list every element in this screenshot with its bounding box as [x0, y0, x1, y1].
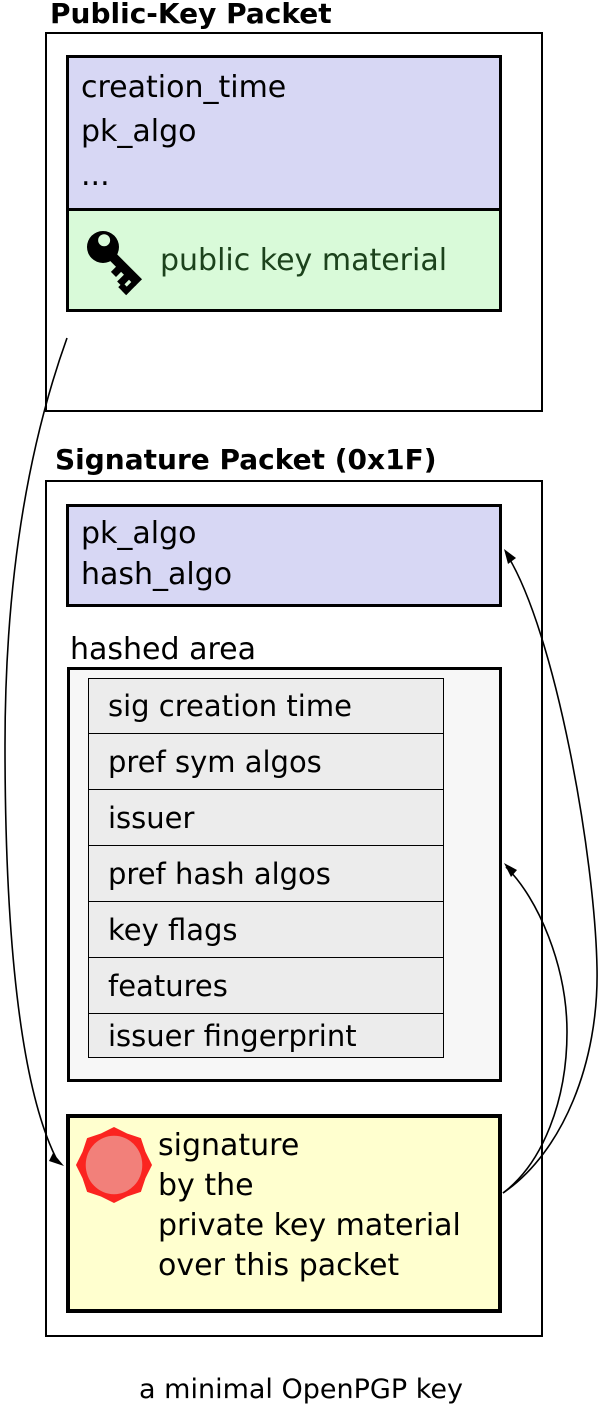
signature-packet-title: Signature Packet (0x1F)	[55, 443, 437, 476]
subpacket-row: features	[88, 957, 444, 1014]
hashed-area-label: hashed area	[70, 632, 256, 667]
algo-line: hash_algo	[81, 557, 233, 592]
signature-text: signature by the private key material ov…	[158, 1126, 461, 1286]
key-material-label: public key material	[160, 242, 448, 278]
field-line: pk_algo	[81, 114, 197, 149]
subpacket-row: sig creation time	[88, 678, 444, 734]
signature-box: signature by the private key material ov…	[66, 1114, 502, 1313]
field-line: ...	[81, 158, 110, 193]
key-fields-box: creation_time pk_algo ... p	[66, 55, 502, 312]
subpacket-label: issuer	[108, 800, 195, 835]
subpacket-row: issuer	[88, 789, 444, 846]
signature-line: over this packet	[158, 1248, 400, 1283]
public-key-packet-title: Public-Key Packet	[50, 0, 332, 30]
key-material-box: public key material	[69, 208, 499, 309]
subpacket-list: sig creation time pref sym algos issuer …	[88, 678, 444, 1058]
subpacket-label: features	[108, 968, 228, 1003]
subpacket-row: issuer fingerprint	[88, 1013, 444, 1058]
signature-line: by the	[158, 1168, 254, 1203]
seal-icon	[75, 1125, 153, 1205]
subpacket-row: key flags	[88, 901, 444, 958]
diagram-caption: a minimal OpenPGP key	[139, 1374, 463, 1405]
subpacket-label: sig creation time	[108, 689, 352, 723]
subpacket-label: pref sym algos	[108, 744, 322, 779]
signature-line: signature	[158, 1128, 300, 1163]
sig-algo-box: pk_algo hash_algo	[66, 504, 502, 607]
key-fields-text: creation_time pk_algo ...	[69, 58, 499, 208]
algo-line: pk_algo	[81, 516, 197, 551]
subpacket-row: pref sym algos	[88, 733, 444, 790]
signature-line: private key material	[158, 1208, 461, 1243]
subpacket-label: issuer fingerprint	[108, 1018, 357, 1053]
sig-algo-text: pk_algo hash_algo	[69, 507, 499, 595]
subpacket-label: pref hash algos	[108, 856, 331, 891]
key-icon	[76, 220, 156, 300]
subpacket-row: pref hash algos	[88, 845, 444, 902]
subpacket-label: key flags	[108, 912, 238, 947]
field-line: creation_time	[81, 70, 287, 105]
